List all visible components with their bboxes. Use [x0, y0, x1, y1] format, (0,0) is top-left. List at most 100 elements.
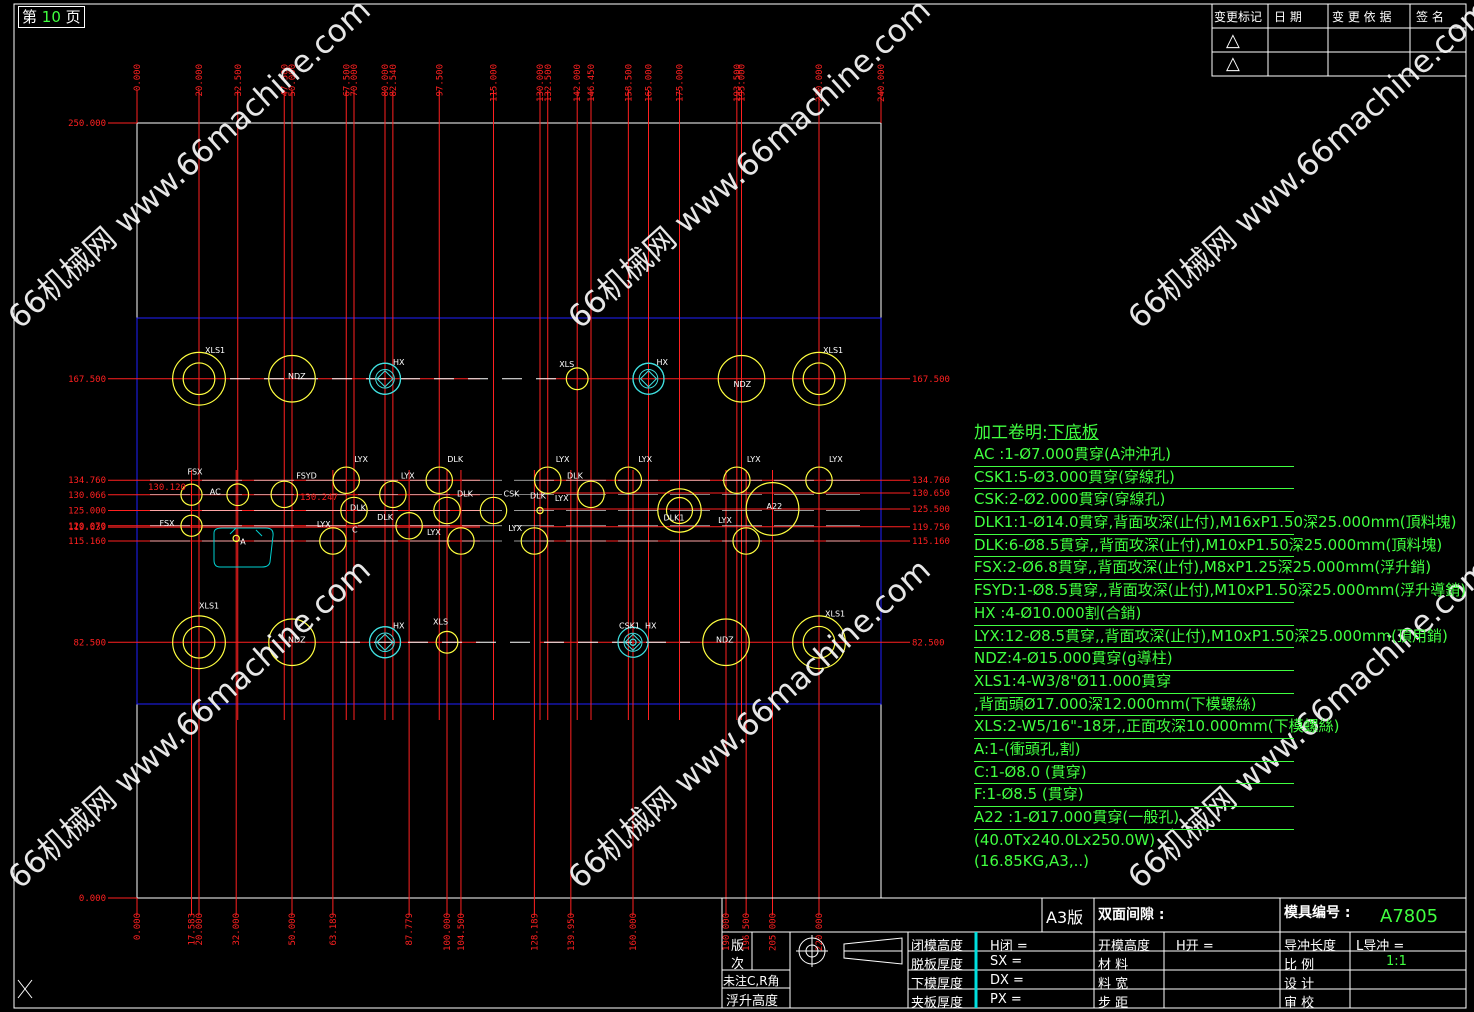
page-suffix: 页 [65, 8, 81, 26]
hole-circle [629, 638, 637, 646]
notes-title-line: 加工卷明:下底板 [974, 422, 1444, 444]
hole-label: HX [657, 358, 669, 367]
rev-header-date: 日 期 [1274, 10, 1302, 24]
page-prefix: 第 [22, 8, 38, 26]
hole-inner-circle [182, 625, 216, 659]
hole-label: LYX [718, 516, 732, 525]
machining-notes: 加工卷明:下底板 AC :1-Ø7.000貫穿(A沖沖孔)CSK1:5-Ø3.0… [974, 422, 1466, 873]
hole-circle [270, 480, 299, 509]
hx-circle [617, 626, 649, 658]
dim-text-bottom: 17.583 [188, 913, 198, 946]
dim-text-top: 70.000 [350, 64, 360, 97]
notes-title: 加工卷明: [974, 423, 1048, 443]
dim-text-right: 167.500 [912, 375, 950, 385]
note-line: A:1-(衝頭孔,割) [974, 739, 1294, 762]
hole-circle [717, 354, 766, 403]
dim-text-top: 0.000 [133, 64, 143, 91]
hx-circle [368, 362, 402, 395]
watermark-text: 66机械网 www.66machine.com [1, 0, 377, 336]
hole-label: A [240, 537, 246, 546]
dim-text-top: 130.000 [536, 64, 546, 102]
dim-text-top: 97.500 [435, 64, 445, 97]
hole-label: FSX [160, 519, 176, 528]
hx-circle [368, 626, 402, 659]
notes-list: AC :1-Ø7.000貫穿(A沖沖孔)CSK1:5-Ø3.000貫穿(穿線孔)… [974, 444, 1466, 873]
hole-inner-circle [802, 362, 836, 396]
hole-label: CSK1 [619, 621, 640, 630]
hole-label: LYX [638, 455, 652, 464]
dim-text-left: 0.000 [79, 894, 106, 904]
closed-height-label: 闭模高度 [911, 939, 964, 954]
hole-label: CSK [504, 490, 521, 499]
dim-text-top: 80.000 [381, 64, 391, 97]
mold-number-label: 模具编号 : [1284, 905, 1351, 921]
dim-text-right: 134.760 [912, 476, 950, 486]
dim-text-left: 115.160 [68, 537, 106, 547]
hole-circle [447, 527, 475, 555]
hx-diamond [639, 370, 658, 388]
hole-circle [268, 618, 316, 667]
hole-circle [319, 527, 347, 555]
review-label: 审 校 [1284, 996, 1315, 1011]
projection-symbol-icon [796, 935, 903, 967]
dim-text-top: 32.500 [234, 64, 244, 97]
hole-label: XLS1 [199, 601, 219, 610]
dim-text-top: 146.450 [587, 64, 597, 102]
dim-text-bottom: 160.000 [629, 913, 639, 951]
hole-label: A22 [767, 502, 783, 511]
dim-text-left: 130.066 [68, 491, 106, 501]
stripper-thickness-label: 脱板厚度 [911, 958, 964, 973]
hole-label: NDZ [288, 635, 306, 644]
rev-header-mark: 变更标记 [1214, 10, 1263, 24]
dim-text-bottom: 139.950 [567, 913, 577, 951]
float-height-label: 浮升高度 [726, 994, 779, 1009]
hole-label: LYX [747, 455, 761, 464]
dim-text-left: 82.500 [73, 638, 106, 648]
page-number-box: 第 10 页 [18, 6, 85, 28]
dim-text-inner: 130.120 [148, 483, 186, 493]
note-line: (40.0Tx240.0Lx250.0W) [974, 830, 1156, 849]
strip-width-label: 料 宽 [1098, 977, 1129, 992]
dim-text-top: 82.540 [389, 64, 399, 97]
dim-text-top: 67.500 [342, 64, 352, 97]
hole-circle [533, 466, 562, 495]
note-line: ,背面頭Ø17.000深12.000mm(下模螺絲) [974, 694, 1294, 717]
hole-circle [702, 618, 750, 667]
notes-subtitle: 下底板 [1047, 423, 1099, 443]
note-line: FSYD:1-Ø8.5貫穿,,背面攻深(止付),M10xP1.50深25.000… [974, 580, 1466, 603]
note-line: FSX:2-Ø6.8貫穿,,背面攻深(止付),M8xP1.25深25.000mm… [974, 557, 1431, 581]
hole-circle [723, 466, 751, 495]
watermark-text: 66机械网 www.66machine.com [1, 552, 377, 896]
hole-circle [395, 512, 423, 540]
hole-inner-circle [802, 625, 836, 659]
material-label: 材 料 [1098, 958, 1129, 973]
hole-circle [340, 496, 368, 525]
note-line: A22 :1-Ø17.000貫穿(一般孔) [974, 807, 1294, 830]
pitch-label: 步 距 [1098, 996, 1129, 1011]
double-gap-label: 双面间隙 : [1098, 907, 1165, 923]
dim-text-top: 195.000 [738, 64, 748, 102]
hx-diamond [376, 633, 394, 651]
hole-circle [805, 466, 833, 495]
note-line: DLK:6-Ø8.5貫穿,,背面攻深(止付),M10xP1.50深25.000m… [974, 535, 1442, 558]
guide-length-label: 导冲长度 [1284, 939, 1337, 954]
watermark-text: 66机械网 www.66machine.com [1121, 0, 1474, 336]
hole-label: FSYD [296, 471, 317, 480]
open-height-label: 开模高度 [1098, 939, 1151, 954]
hole-label: XLS1 [205, 346, 225, 355]
holes [172, 351, 846, 670]
dim-text-bottom: 50.000 [288, 913, 298, 946]
hole-circle [565, 367, 589, 391]
dim-text-bottom: 20.000 [195, 913, 205, 946]
l-guide-field: L导冲 = [1356, 939, 1405, 954]
hole-inner-circle [665, 496, 694, 525]
hole-circle [435, 630, 459, 654]
revision-ban: 版 [731, 939, 745, 954]
version-label: A3版 [1046, 908, 1084, 927]
hx-inner-circle [375, 368, 395, 389]
hole-circle [226, 483, 250, 507]
px-field: PX = [990, 992, 1022, 1007]
